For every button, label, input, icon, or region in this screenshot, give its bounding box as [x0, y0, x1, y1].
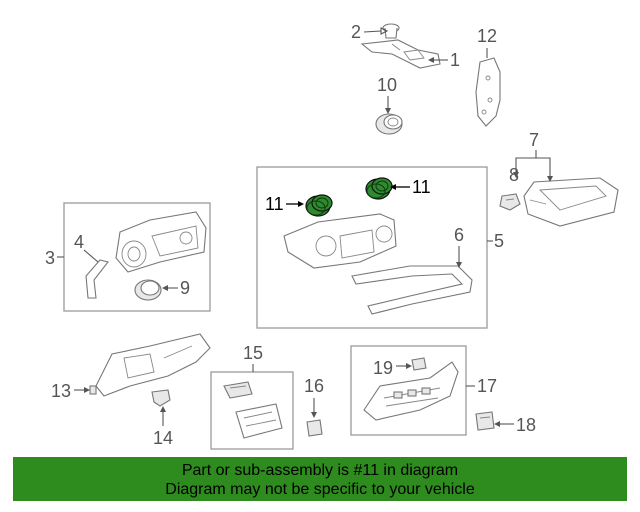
callout-8: 8: [509, 165, 519, 185]
part-10-knob: [375, 113, 403, 135]
part-9-knob: [134, 279, 162, 301]
callout-14: 14: [153, 428, 173, 448]
part-19-clip: [411, 357, 427, 371]
callout-6: 6: [454, 225, 464, 245]
part-15-switch-panel: [223, 381, 283, 439]
callout-12: 12: [477, 26, 497, 46]
part-14-clip: [151, 389, 171, 407]
group-box-5: [256, 166, 488, 329]
callout-3: 3: [45, 248, 55, 268]
part-5-center-panel: [283, 213, 397, 269]
part-11-knob-left: [305, 194, 333, 217]
banner-line-2: Diagram may not be specific to your vehi…: [165, 481, 475, 498]
callout-5: 5: [494, 231, 504, 251]
part-2-clip: [382, 23, 400, 39]
part-8-latch: [499, 193, 521, 211]
callout-17: 17: [477, 376, 497, 396]
callout-11-right: 11: [412, 177, 431, 197]
callout-10: 10: [377, 75, 397, 95]
callout-18: 18: [516, 415, 536, 435]
part-12-side-panel: [475, 57, 501, 127]
callout-7: 7: [529, 130, 539, 150]
part-1-bracket: [360, 39, 441, 69]
group-box-15: [210, 371, 294, 450]
callout-16: 16: [304, 376, 324, 396]
part-18-switch: [475, 411, 495, 431]
part-7-glove-box: [523, 177, 619, 227]
callout-11-left: 11: [265, 194, 284, 214]
callout-13: 13: [51, 381, 71, 401]
callout-19: 19: [373, 358, 393, 378]
callout-9: 9: [180, 278, 190, 298]
part-4-trim-strip: [85, 259, 109, 299]
part-17-console-panel: [363, 361, 459, 421]
callout-15: 15: [243, 343, 263, 363]
callout-2: 2: [351, 22, 361, 42]
callout-4: 4: [74, 232, 84, 252]
group-box-17: [350, 345, 467, 436]
info-banner: Part or sub-assembly is #11 in diagram D…: [13, 457, 627, 501]
banner-line-1: Part or sub-assembly is #11 in diagram: [181, 462, 459, 479]
callout-1: 1: [450, 50, 460, 70]
part-13-lower-panel: [89, 333, 211, 397]
part-11-knob-right: [365, 177, 393, 200]
part-16-switch: [306, 419, 323, 437]
part-3-bezel: [115, 211, 207, 273]
part-6-trim: [351, 265, 473, 315]
